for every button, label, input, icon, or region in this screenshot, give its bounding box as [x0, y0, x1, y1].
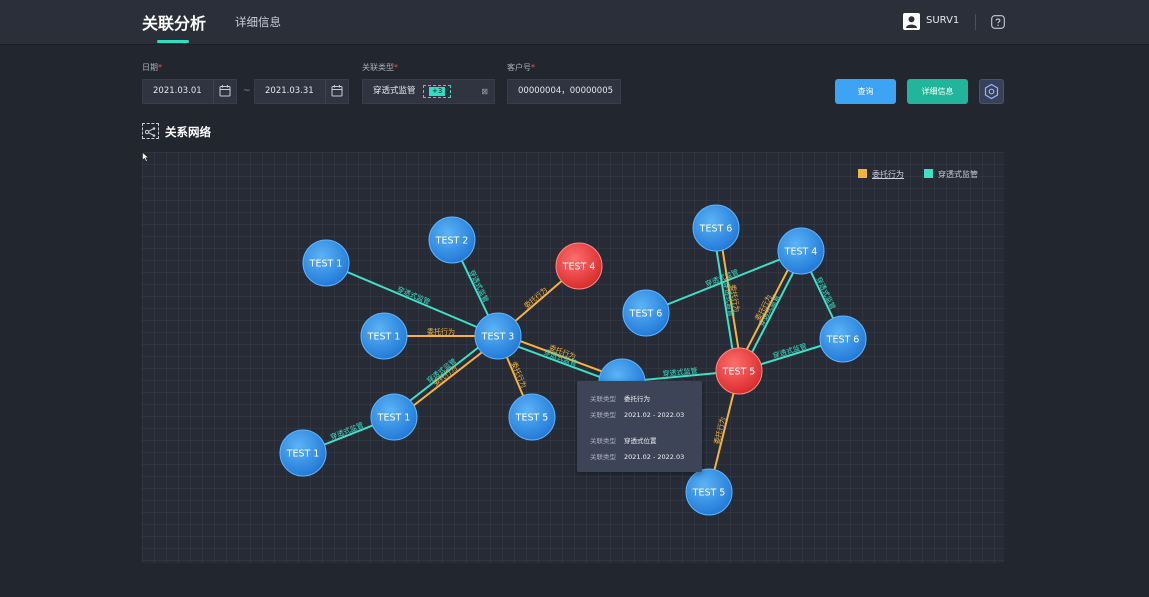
- legend-swatch: [858, 169, 867, 178]
- top-bar: 关联分析 详细信息 SURV1: [0, 0, 1149, 45]
- graph-node[interactable]: TEST 1: [279, 429, 327, 477]
- edge-line[interactable]: [712, 228, 738, 372]
- edge-line[interactable]: [717, 227, 743, 371]
- node-circle[interactable]: [777, 227, 825, 275]
- node-circle[interactable]: [370, 393, 418, 441]
- node-label: TEST 5: [515, 413, 549, 424]
- active-tab-indicator: [157, 40, 189, 43]
- node-label: TEST 5: [722, 367, 756, 378]
- graph-node[interactable]: TEST 5: [715, 347, 763, 395]
- tab-detail-info[interactable]: 详细信息: [235, 15, 281, 29]
- graph-node[interactable]: TEST 2: [428, 216, 476, 264]
- legend-item-penetration[interactable]: 穿透式监管: [924, 169, 978, 180]
- graph-node[interactable]: TEST 1: [360, 312, 408, 360]
- date-range-separator: ~: [243, 86, 251, 96]
- tooltip-row: 关联类型穿透式位置: [590, 437, 657, 445]
- node-circle[interactable]: [819, 315, 867, 363]
- node-label: TEST 6: [699, 224, 733, 235]
- graph-node[interactable]: TEST 6: [819, 315, 867, 363]
- section-title: 关系网络: [165, 125, 211, 139]
- node-circle[interactable]: [508, 393, 556, 441]
- node-circle[interactable]: [279, 429, 327, 477]
- network-icon: [142, 123, 159, 139]
- header-divider: [975, 14, 976, 30]
- customer-id-input[interactable]: 00000004，00000005: [507, 79, 621, 104]
- edge-label: 委托行为: [522, 285, 549, 310]
- legend-label: 委托行为: [872, 170, 904, 179]
- query-button[interactable]: 查询: [835, 79, 896, 104]
- tab-association-analysis[interactable]: 关联分析: [142, 14, 207, 33]
- node-circle[interactable]: [360, 312, 408, 360]
- node-label: TEST 1: [309, 259, 343, 270]
- node-circle[interactable]: [474, 312, 522, 360]
- customer-id-value: 00000004，00000005: [518, 86, 614, 96]
- node-label: TEST 3: [481, 332, 515, 343]
- node-label: TEST 1: [367, 332, 401, 343]
- mouse-cursor-icon: [142, 152, 150, 162]
- edge-line[interactable]: [645, 250, 802, 314]
- date-start-value: 2021.03.01: [153, 86, 202, 96]
- node-circle[interactable]: [715, 347, 763, 395]
- legend-swatch: [924, 169, 933, 178]
- edge-line[interactable]: [325, 262, 499, 337]
- node-label: TEST 5: [692, 488, 726, 499]
- graph-node[interactable]: TEST 4: [777, 227, 825, 275]
- relationship-network-graph[interactable]: 穿透式监管穿透式监管委托行为委托行为穿透式监管委托行为委托行为穿透式监管委托行为…: [142, 152, 1004, 563]
- node-label: TEST 1: [286, 449, 320, 460]
- node-label: TEST 1: [377, 413, 411, 424]
- graph-node[interactable]: TEST 5: [685, 468, 733, 516]
- gear-icon: [984, 83, 999, 100]
- node-circle[interactable]: [428, 216, 476, 264]
- help-icon[interactable]: [991, 15, 1005, 29]
- user-name[interactable]: SURV1: [926, 15, 960, 26]
- network-canvas[interactable]: 穿透式监管穿透式监管委托行为委托行为穿透式监管委托行为委托行为穿透式监管委托行为…: [142, 152, 1004, 563]
- detail-info-button[interactable]: 详细信息: [907, 79, 968, 104]
- settings-button[interactable]: [979, 79, 1004, 104]
- clear-selection-icon[interactable]: ⊠: [481, 87, 488, 96]
- date-end-value: 2021.03.31: [265, 86, 314, 96]
- legend-item-entrust[interactable]: 委托行为: [858, 169, 904, 180]
- node-circle[interactable]: [302, 239, 350, 287]
- node-label: TEST 4: [784, 247, 818, 258]
- tooltip-row: 关联类型委托行为: [590, 395, 650, 403]
- date-start-field[interactable]: 2021.03.01: [142, 79, 237, 104]
- graph-node[interactable]: TEST 4: [555, 242, 603, 290]
- calendar-icon[interactable]: [213, 80, 236, 103]
- graph-node[interactable]: TEST 6: [692, 204, 740, 252]
- graph-node[interactable]: TEST 1: [370, 393, 418, 441]
- date-label: 日期*: [142, 63, 162, 72]
- calendar-icon[interactable]: [325, 80, 348, 103]
- node-circle[interactable]: [555, 242, 603, 290]
- node-label: TEST 2: [435, 236, 469, 247]
- user-avatar-icon[interactable]: [903, 13, 920, 30]
- edge-label: 穿透式监管: [772, 341, 808, 360]
- graph-node[interactable]: TEST 3: [474, 312, 522, 360]
- node-circle[interactable]: [685, 468, 733, 516]
- legend-label: 穿透式监管: [938, 170, 978, 179]
- graph-node[interactable]: TEST 1: [302, 239, 350, 287]
- association-type-value: 穿透式监管: [373, 86, 416, 96]
- date-end-field[interactable]: 2021.03.31: [254, 79, 349, 104]
- edge-label: 委托行为: [728, 284, 741, 313]
- nodes-layer: TEST 1 TEST 2 TEST 4 TEST 1 TEST 3 TEST 1 TEST…: [279, 204, 867, 516]
- association-type-select[interactable]: 穿透式监管 +3 ⊠: [362, 79, 495, 104]
- node-circle[interactable]: [692, 204, 740, 252]
- more-types-tag[interactable]: +3: [423, 85, 452, 98]
- edge-label: 穿透式监管: [662, 366, 698, 378]
- node-label: TEST 4: [562, 262, 596, 273]
- graph-node[interactable]: TEST 5: [508, 393, 556, 441]
- node-circle[interactable]: [622, 289, 670, 337]
- node-label: TEST 6: [629, 309, 663, 320]
- edge-label: 委托行为: [510, 360, 529, 389]
- association-type-label: 关联类型*: [362, 63, 398, 72]
- node-label: TEST 6: [826, 335, 860, 346]
- customer-label: 客户号*: [507, 63, 535, 72]
- graph-node[interactable]: TEST 6: [622, 289, 670, 337]
- edge-label: 委托行为: [427, 327, 455, 336]
